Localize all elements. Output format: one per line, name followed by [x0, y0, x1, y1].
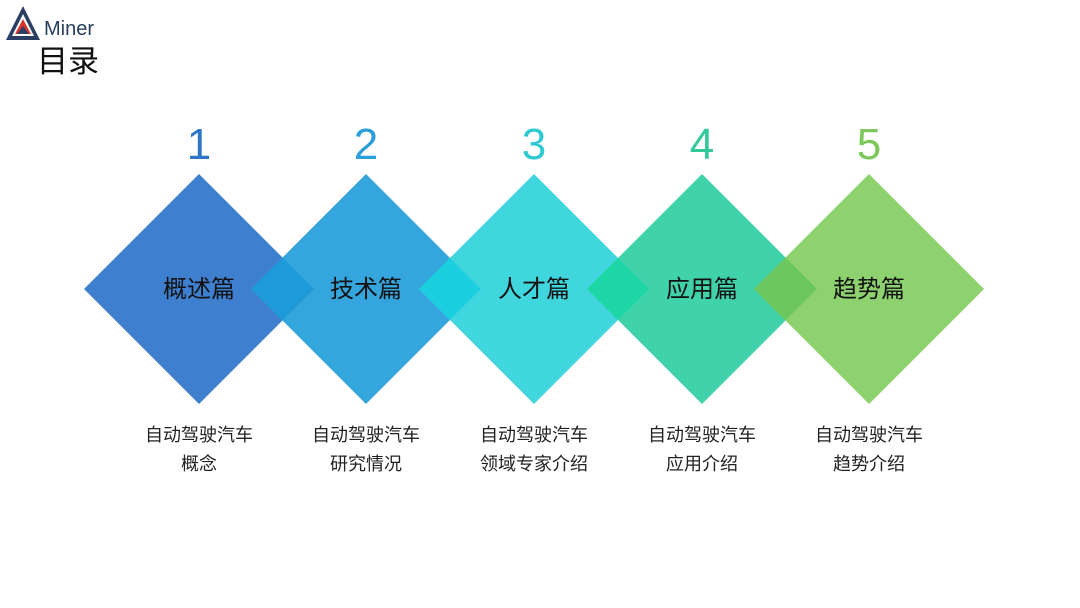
- section-number-4: 4: [689, 120, 715, 169]
- section-desc-line: 领域专家介绍: [480, 454, 588, 475]
- section-number-5: 5: [856, 120, 882, 169]
- diamond-overlap-2: [419, 258, 481, 320]
- section-desc-5: 自动驾驶汽车趋势介绍: [789, 421, 949, 479]
- diamond-overlap-1: [251, 257, 314, 321]
- section-desc-line: 概念: [181, 454, 217, 475]
- section-number-1: 1: [186, 120, 212, 169]
- section-number-3: 3: [521, 120, 547, 169]
- section-desc-line: 应用介绍: [666, 454, 738, 475]
- section-desc-line: 自动驾驶汽车: [815, 425, 923, 446]
- section-title-3[interactable]: 人才篇: [498, 275, 570, 303]
- section-desc-line: 自动驾驶汽车: [145, 425, 253, 446]
- section-title-5[interactable]: 趋势篇: [833, 275, 905, 303]
- section-desc-line: 自动驾驶汽车: [648, 425, 756, 446]
- section-desc-line: 自动驾驶汽车: [312, 425, 420, 446]
- logo-text: Miner: [44, 18, 95, 40]
- section-desc-2: 自动驾驶汽车研究情况: [286, 421, 446, 479]
- diamond-5[interactable]: [754, 174, 984, 404]
- diamond-3[interactable]: [419, 174, 649, 404]
- section-desc-3: 自动驾驶汽车领域专家介绍: [454, 421, 614, 479]
- section-desc-line: 趋势介绍: [833, 454, 905, 475]
- section-desc-4: 自动驾驶汽车应用介绍: [622, 421, 782, 479]
- diamond-overlap-4: [754, 257, 817, 321]
- section-desc-line: 研究情况: [330, 454, 402, 475]
- aminer-logo-icon: [6, 6, 40, 40]
- section-title-4[interactable]: 应用篇: [666, 275, 738, 303]
- section-title-2[interactable]: 技术篇: [330, 275, 402, 303]
- diamond-2[interactable]: [251, 174, 481, 404]
- page-title: 目录: [37, 44, 99, 80]
- diamond-1[interactable]: [84, 174, 314, 404]
- section-number-2: 2: [353, 120, 379, 169]
- diamond-overlap-3: [587, 258, 649, 320]
- diamond-4[interactable]: [587, 174, 817, 404]
- section-desc-1: 自动驾驶汽车概念: [119, 421, 279, 479]
- section-title-1[interactable]: 概述篇: [163, 275, 235, 303]
- section-desc-line: 自动驾驶汽车: [480, 425, 588, 446]
